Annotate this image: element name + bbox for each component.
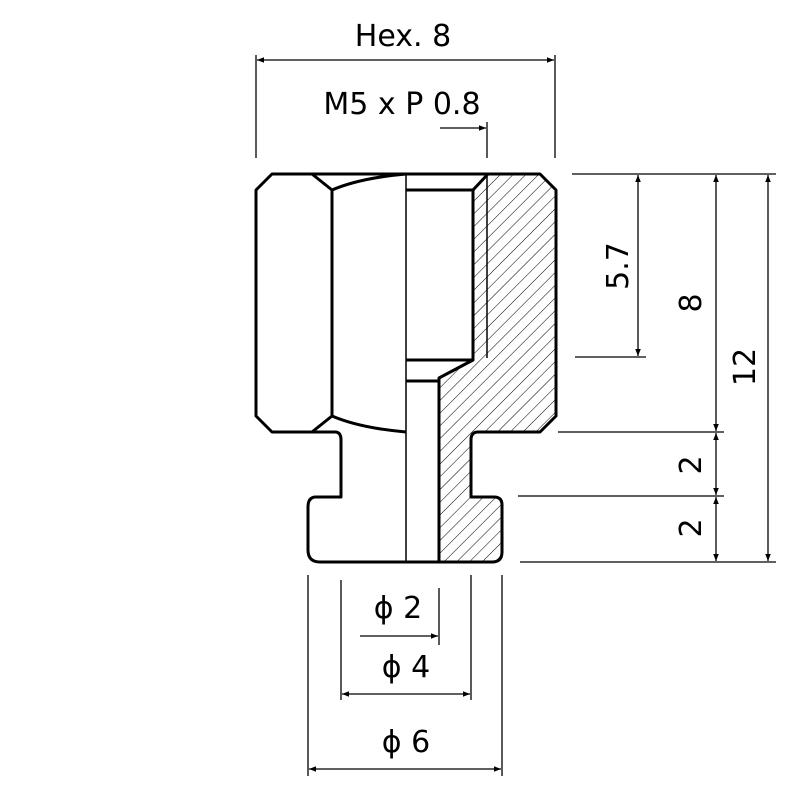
dim-flange-height: 2: [674, 518, 709, 537]
thread-bore: [406, 172, 490, 562]
dim-bore-dia: ϕ 2: [374, 591, 422, 626]
dim-flange-dia: ϕ 6: [382, 725, 430, 760]
dim-hex-height: 8: [674, 293, 709, 312]
hex-face-lines: [311, 172, 407, 434]
dim-neck-dia: ϕ 4: [382, 650, 430, 685]
dim-thread-depth: 5.7: [601, 242, 636, 290]
dim-hex: Hex. 8: [355, 19, 451, 54]
dim-neck-height: 2: [674, 455, 709, 474]
section-hatch: [439, 174, 556, 562]
dim-total-height: 12: [728, 348, 763, 386]
dim-thread: M5 x P 0.8: [323, 87, 480, 122]
